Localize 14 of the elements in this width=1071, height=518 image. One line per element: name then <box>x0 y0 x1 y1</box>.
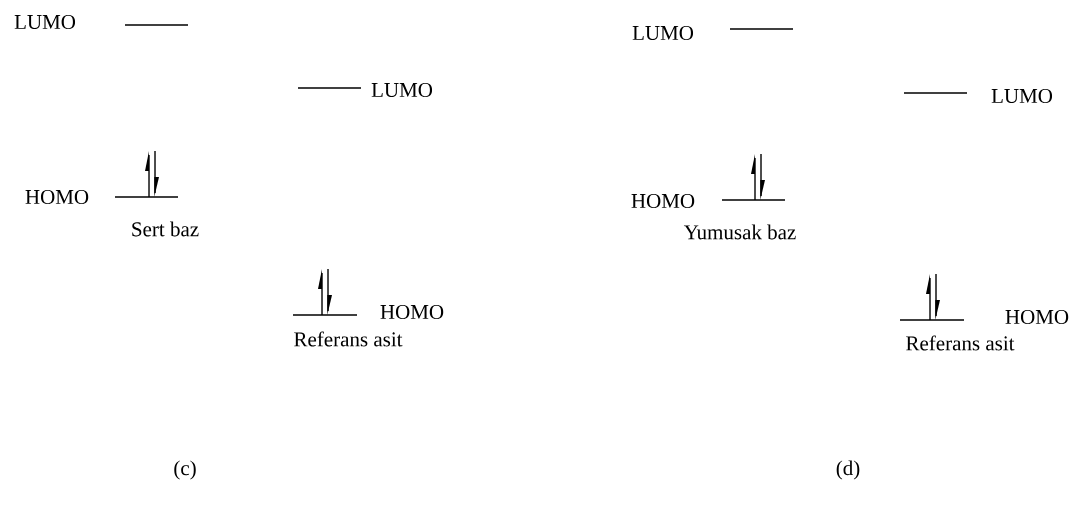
label: Sert baz <box>132 221 199 237</box>
label: Referans asit <box>906 335 1015 351</box>
label: HOMO <box>631 193 695 209</box>
label: HOMO <box>380 304 444 320</box>
label: LUMO <box>371 82 433 98</box>
panel-label: (d) <box>836 460 860 480</box>
label: Yumusak baz <box>683 224 796 240</box>
label: HOMO <box>25 189 89 205</box>
label: HOMO <box>1005 309 1069 325</box>
label: LUMO <box>14 14 76 30</box>
panel-label: (c) <box>174 460 196 480</box>
label: LUMO <box>991 88 1053 104</box>
label: LUMO <box>632 25 694 41</box>
label: Referans asit <box>294 331 403 347</box>
